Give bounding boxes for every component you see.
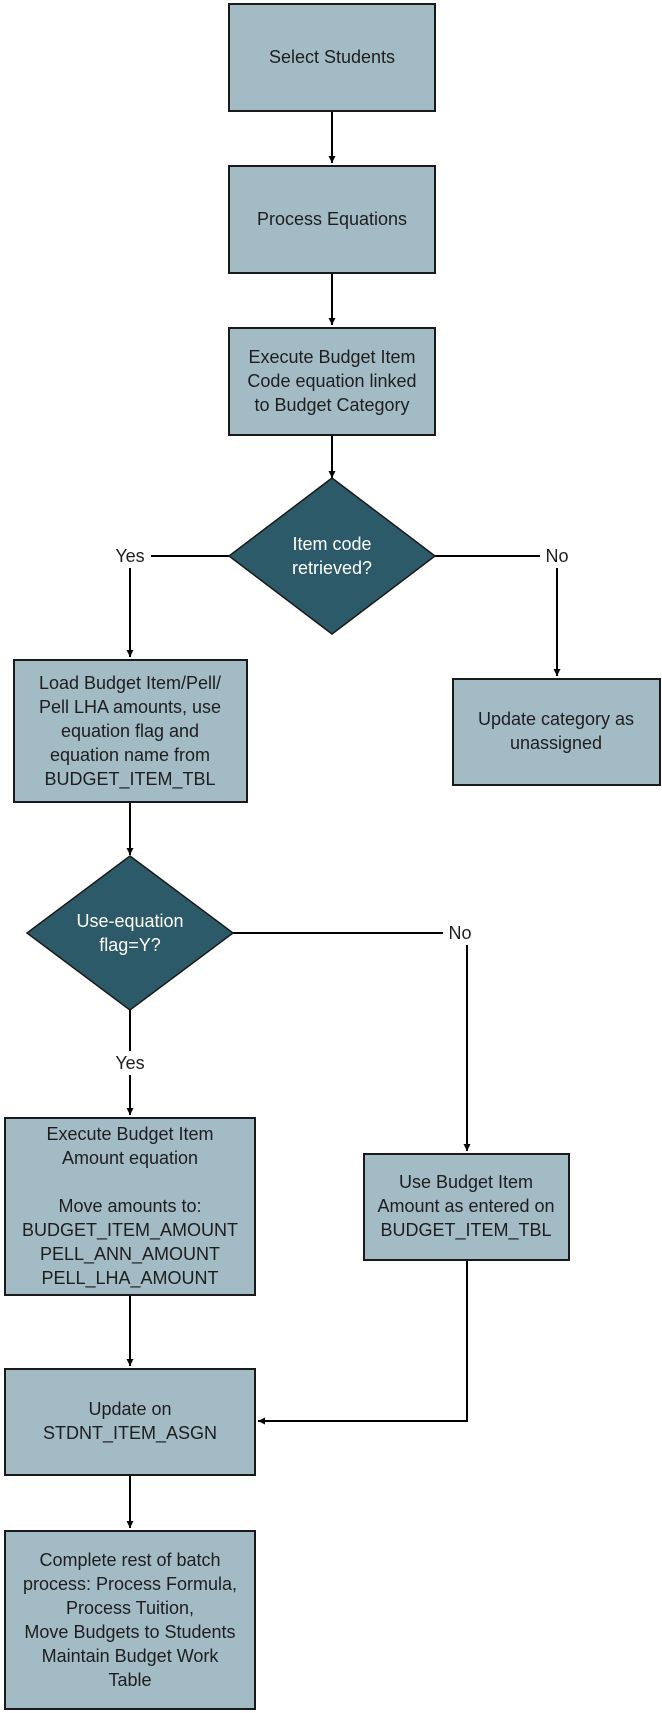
text-line: unassigned: [510, 733, 602, 753]
text-line: Complete rest of batch: [39, 1550, 220, 1570]
text-line: Maintain Budget Work: [42, 1646, 220, 1666]
text-line: Table: [108, 1670, 151, 1690]
text-line: STDNT_ITEM_ASGN: [43, 1423, 217, 1444]
yes-label-item-code: Yes: [115, 546, 144, 566]
text-line: Item code: [292, 534, 371, 554]
text-line: Code equation linked: [247, 371, 416, 391]
select-students-text: Select Students: [269, 47, 395, 67]
text-line: PELL_LHA_AMOUNT: [41, 1268, 218, 1289]
text-line: BUDGET_ITEM_TBL: [44, 769, 215, 790]
text-line: process: Process Formula,: [23, 1574, 237, 1594]
text-line: to Budget Category: [254, 395, 409, 415]
yes-label-flag: Yes: [115, 1053, 144, 1073]
text-line: Load Budget Item/Pell/: [39, 673, 221, 693]
no-label-item-code: No: [545, 546, 568, 566]
text-line: Use Budget Item: [399, 1172, 533, 1192]
text-line: equation flag and: [61, 721, 199, 741]
process-equations-box: Process Equations: [228, 165, 436, 274]
edge-labels: Yes No Yes No: [109, 544, 574, 1075]
item-code-decision-text: Item code retrieved?: [292, 534, 372, 578]
text-line: Execute Budget Item: [46, 1124, 213, 1144]
item-code-decision: Item code retrieved?: [227, 477, 437, 635]
text-line: Execute Budget Item: [248, 347, 415, 367]
arrow-as-entered-to-update: [258, 1260, 468, 1425]
connectors: [126, 111, 561, 1528]
text-line: Amount equation: [62, 1148, 198, 1168]
load-amounts-text: Load Budget Item/Pell/Pell LHA amounts, …: [39, 673, 221, 790]
process-equations-text: Process Equations: [257, 209, 407, 229]
arrow-no-to-unassigned: [435, 555, 561, 676]
text-line: flag=Y?: [99, 935, 161, 955]
arrow-yes-to-load-amounts: [126, 555, 229, 657]
load-amounts-box: Load Budget Item/Pell/Pell LHA amounts, …: [13, 659, 248, 803]
text-line: BUDGET_ITEM_AMOUNT: [22, 1220, 238, 1241]
text-line: Pell LHA amounts, use: [39, 697, 221, 717]
text-line: Amount as entered on: [377, 1196, 554, 1216]
text-line: Move Budgets to Students: [24, 1622, 235, 1642]
text-line: retrieved?: [292, 558, 372, 578]
use-equation-decision: Use-equation flag=Y?: [25, 855, 235, 1011]
text-line: PELL_ANN_AMOUNT: [40, 1244, 220, 1265]
arrow-no-to-use-as-entered: [233, 932, 471, 1151]
text-line: equation name from: [50, 745, 210, 765]
complete-batch-text: Complete rest of batch process: Process F…: [23, 1550, 237, 1690]
text-line: Move amounts to:: [58, 1196, 201, 1216]
text-line: Use-equation: [76, 911, 183, 931]
update-unassigned-box: Update category as unassigned: [452, 678, 661, 786]
select-students-box: Select Students: [228, 3, 436, 112]
update-unassigned-text: Update category as unassigned: [478, 709, 634, 753]
use-equation-decision-text: Use-equation flag=Y?: [76, 911, 183, 955]
complete-batch-box: Complete rest of batch process: Process F…: [4, 1530, 256, 1710]
text-line: BUDGET_ITEM_TBL: [380, 1220, 551, 1241]
no-label-flag: No: [448, 923, 471, 943]
update-assign-box: Update on STDNT_ITEM_ASGN: [4, 1368, 256, 1476]
text-line: Update on: [88, 1399, 171, 1419]
text-line: Select Students: [269, 47, 395, 67]
text-line: Process Equations: [257, 209, 407, 229]
update-assign-text: Update on STDNT_ITEM_ASGN: [43, 1399, 217, 1444]
text-line: Update category as: [478, 709, 634, 729]
text-line: Process Tuition,: [66, 1598, 194, 1618]
